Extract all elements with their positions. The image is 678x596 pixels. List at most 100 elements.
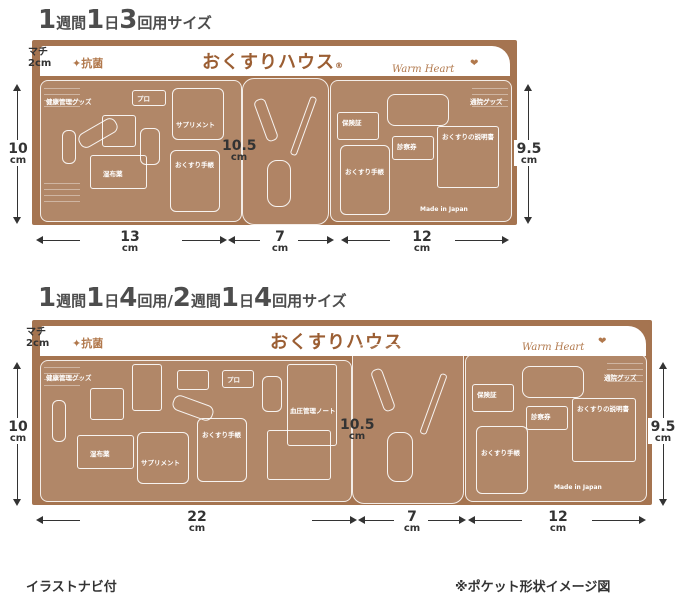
brick-decoration [44, 85, 80, 107]
top-header-band [40, 46, 510, 76]
top-brand-name: おくすりハウス® [202, 52, 344, 73]
blood-pressure-notebook: 血圧管理ノート [287, 364, 337, 446]
bp-monitor [132, 364, 162, 411]
supplement-label: サプリメント [141, 459, 180, 467]
bottom-width-line-1b [312, 520, 352, 521]
arrow-left-icon [36, 236, 43, 244]
arrow-left-icon [341, 236, 348, 244]
health-goods-label: 健康管理グッズ [46, 98, 92, 106]
arrow-down-icon [13, 217, 21, 224]
arrow-right-icon [327, 236, 334, 244]
pro-item: プロ [132, 90, 166, 106]
top-width-line-3b [455, 240, 503, 241]
bottom-width-line-3 [472, 520, 522, 521]
top-width-line-3 [345, 240, 390, 241]
explanation-label: おくすりの説明書 [577, 405, 629, 413]
arrow-right-icon [459, 516, 466, 524]
compress-pack: 湿布薬 [90, 155, 147, 189]
mask-icon [387, 94, 449, 126]
bottom-width-line-2 [362, 520, 394, 521]
memo-label: 血圧管理ノート [290, 407, 336, 415]
insurance-card: 保険証 [337, 112, 379, 140]
medicine-book-right: おくすり手帳 [476, 426, 528, 494]
film-pack [267, 430, 331, 480]
heart-icon: ❤ [470, 58, 479, 69]
brick-decoration [44, 364, 80, 386]
arrow-up-icon [659, 362, 667, 369]
brick-decoration [44, 180, 80, 202]
brick-decoration [472, 85, 508, 107]
brick-decoration [607, 360, 643, 382]
insurance-card: 保険証 [472, 384, 514, 412]
medicine-bottle [140, 128, 160, 165]
compress-pack: 湿布薬 [77, 435, 134, 469]
arrow-down-icon [659, 499, 667, 506]
explanation-sheet: おくすりの説明書 [572, 398, 636, 462]
made-in-japan-label: Made in Japan [554, 484, 602, 491]
medicine-book-right-label: おくすり手帳 [345, 168, 384, 176]
bottom-product-illustration: ✦抗菌 おくすりハウス Warm Heart ❤ 健康管理グッズ プロ 血圧管理… [32, 320, 652, 505]
arrow-right-icon [502, 236, 509, 244]
health-goods-label: 健康管理グッズ [46, 374, 92, 382]
pro-label: プロ [227, 376, 240, 384]
arrow-up-icon [13, 84, 21, 91]
clinic-card: 診察券 [392, 136, 434, 160]
bottom-width-line-1 [40, 520, 80, 521]
bottom-tagline: Warm Heart [522, 342, 585, 353]
made-in-japan-label: Made in Japan [420, 206, 468, 213]
top-pocket-right [330, 80, 512, 222]
insurance-label: 保険証 [477, 391, 497, 399]
medicine-bottle [262, 376, 282, 412]
heart-icon: ❤ [598, 336, 607, 347]
arrow-left-icon [36, 516, 43, 524]
supplement-bag: サプリメント [137, 432, 189, 484]
arrow-left-icon [468, 516, 475, 524]
top-pocket-left [40, 80, 242, 222]
medicine-book-label: おくすり手帳 [175, 161, 214, 169]
bottom-antibacterial-label: ✦抗菌 [72, 337, 104, 350]
pro-item: プロ [222, 370, 254, 388]
top-size-title: 1週間1日3回用サイズ [38, 5, 212, 35]
explanation-sheet: おくすりの説明書 [437, 126, 499, 188]
clinic-label: 診察券 [531, 413, 551, 421]
top-width-line-1 [40, 240, 80, 241]
arrow-up-icon [13, 362, 21, 369]
bottom-width-line-3b [592, 520, 640, 521]
top-tagline: Warm Heart [392, 64, 455, 75]
bottom-pocket-right [465, 354, 647, 502]
book-card [90, 388, 124, 420]
medicine-book-right-label: おくすり手帳 [481, 449, 520, 457]
scissors-icon [387, 432, 413, 482]
compress-label: 湿布薬 [90, 450, 110, 458]
arrow-right-icon [220, 236, 227, 244]
arrow-right-icon [639, 516, 646, 524]
bottom-size-title: 1週間1日4回用/2週間1日4回用サイズ [38, 283, 347, 313]
top-width-line-2b [298, 240, 328, 241]
arrow-down-icon [524, 217, 532, 224]
tablet-icon [52, 400, 66, 442]
top-antibacterial-label: ✦抗菌 [72, 57, 104, 70]
medicine-book: おくすり手帳 [197, 418, 247, 482]
explanation-label: おくすりの説明書 [442, 133, 494, 141]
bottom-brand-name: おくすりハウス [270, 332, 403, 353]
pro-label: プロ [137, 95, 150, 103]
compress-label: 湿布薬 [103, 170, 123, 178]
top-width-line-1b [182, 240, 222, 241]
bottom-pocket-left [40, 360, 352, 502]
tablet-icon [62, 130, 76, 164]
mask-icon [522, 366, 584, 398]
arrow-left-icon [228, 236, 235, 244]
top-width-line-2 [232, 240, 260, 241]
